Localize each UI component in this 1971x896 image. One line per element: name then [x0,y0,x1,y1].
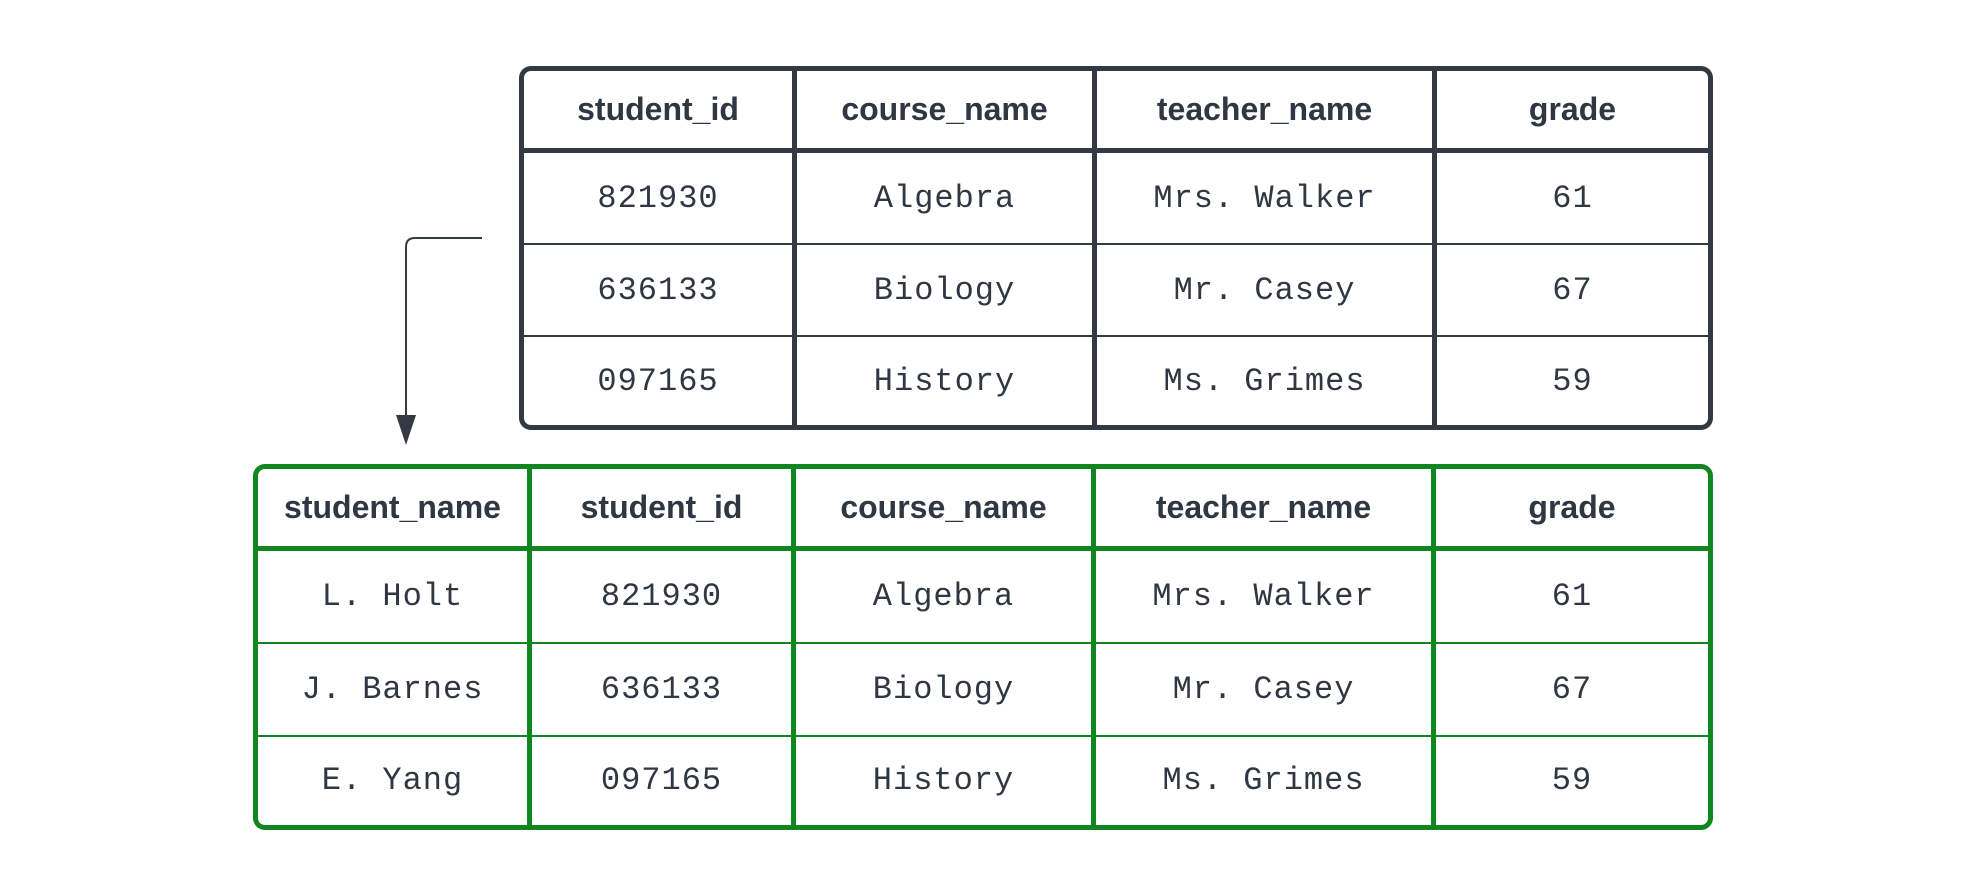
header-cell: student_id [524,71,792,153]
table-cell: 821930 [527,551,791,644]
table-row: L. Holt 821930 Algebra Mrs. Walker 61 [258,551,1708,644]
table-row: 097165 History Ms. Grimes 59 [524,337,1708,425]
table-cell: Biology [791,643,1091,737]
table-cell: 59 [1432,337,1708,425]
header-cell: student_name [258,469,527,551]
table-cell: 59 [1431,736,1708,825]
table-cell: Mrs. Walker [1091,551,1431,644]
table-cell: Algebra [792,153,1092,246]
table-cell: 636133 [524,245,792,338]
table-cell: 61 [1432,153,1708,246]
table-row: J. Barnes 636133 Biology Mr. Casey 67 [258,643,1708,737]
table-row: 821930 Algebra Mrs. Walker 61 [524,153,1708,246]
table-cell: 097165 [597,362,719,400]
table-cell: Mr. Casey [1092,245,1432,338]
table-row: 636133 Biology Mr. Casey 67 [524,245,1708,338]
header-cell: course_name [792,71,1092,153]
table-cell: 67 [1432,245,1708,338]
header-cell: grade [1431,469,1708,551]
table-cell: Ms. Grimes [1092,337,1432,425]
table-cell: E. Yang [321,762,464,800]
table-cell: Algebra [791,551,1091,644]
header-cell: student_id [527,469,791,551]
table-cell: 67 [1431,643,1708,737]
table-cell: History [791,736,1091,825]
table-cell: History [792,337,1092,425]
table-cell: L. Holt [258,551,527,644]
header-cell: teacher_name [1092,71,1432,153]
table-cell: Mr. Casey [1091,643,1431,737]
result-table: student_name student_id course_name teac… [253,464,1713,830]
table-cell: Mrs. Walker [1092,153,1432,246]
header-cell: course_name [791,469,1091,551]
table-cell: J. Barnes [258,644,527,737]
header-cell: grade [1432,71,1708,153]
table-cell: 61 [1431,551,1708,644]
arrowhead-icon [396,415,416,445]
table-cell: Biology [792,245,1092,338]
table-row: E. Yang 097165 History Ms. Grimes 59 [258,736,1708,825]
table-cell: 097165 [527,736,791,825]
table-cell: 636133 [527,643,791,737]
table-cell: Ms. Grimes [1091,736,1431,825]
source-table: student_id course_name teacher_name grad… [519,66,1713,430]
header-row: student_id course_name teacher_name grad… [524,71,1708,153]
table-cell: 821930 [524,153,792,246]
connector-line [405,237,482,415]
header-row: student_name student_id course_name teac… [258,469,1708,551]
header-cell: teacher_name [1091,469,1431,551]
